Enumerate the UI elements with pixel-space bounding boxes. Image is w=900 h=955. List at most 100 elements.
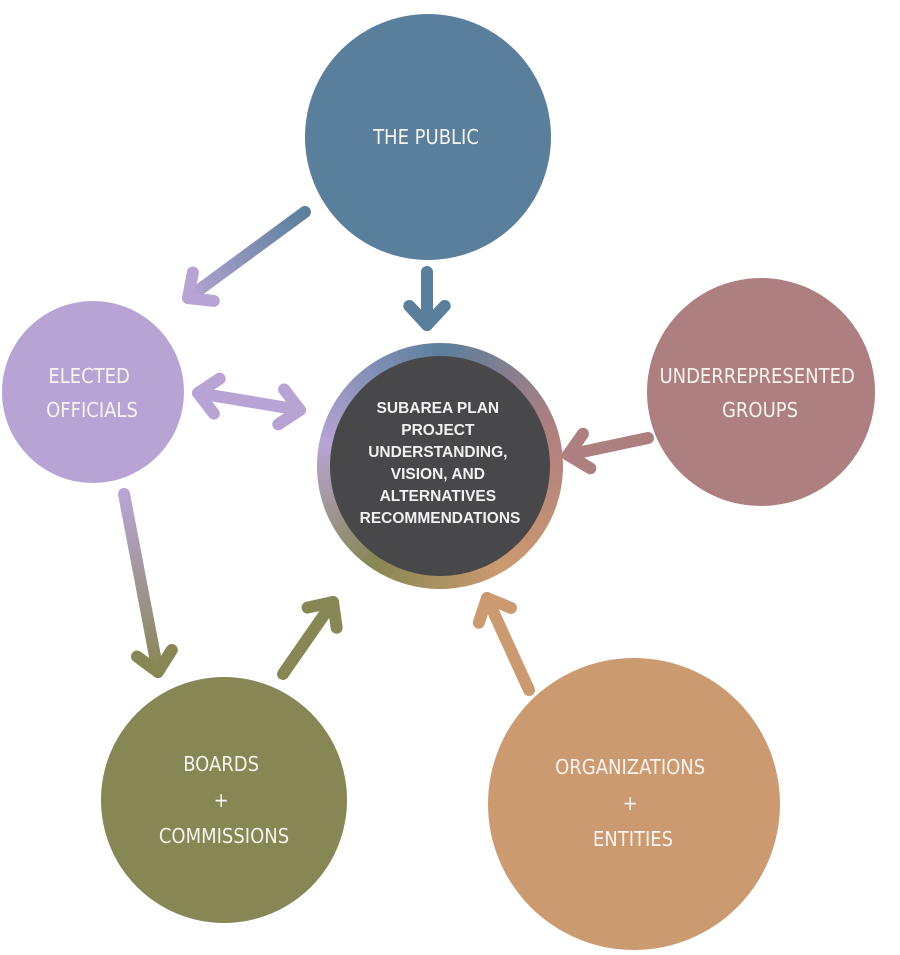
center-ring-segment (388, 565, 403, 582)
center-ring-segment (525, 526, 542, 543)
arrow-shaft (481, 592, 535, 696)
center-ring-segment (446, 573, 458, 589)
node-boards-commissions-label-line-1: BOARDS (183, 752, 259, 776)
node-elected-officials-label: ELECTED OFFICIALS (46, 364, 138, 422)
center-ring-segment (547, 444, 563, 456)
node-boards-commissions-label: BOARDS + COMMISSIONS (159, 752, 289, 848)
center-ring-segment (497, 361, 514, 379)
node-boards-commissions-label-line-2: + (214, 788, 229, 812)
center-ring-segment (347, 538, 365, 555)
center-ring-segment (468, 568, 483, 585)
center-ring-segment (447, 343, 459, 359)
center-label-line-6: RECOMMENDATIONS (360, 510, 521, 527)
center-ring-segment (545, 436, 562, 449)
center-ring-segment (541, 419, 558, 434)
center-ring-segment (491, 357, 507, 375)
center-ring-segment (548, 469, 563, 481)
center-ring-segment (374, 356, 390, 374)
center-ring-segment (320, 426, 337, 440)
center-ring-segment (514, 538, 532, 556)
center-ring-segment (537, 506, 555, 522)
center-ring-segment (317, 468, 332, 479)
center-ring-segment (318, 483, 335, 496)
center-ring-segment (328, 512, 346, 528)
center-ring-segment (543, 427, 560, 441)
node-underrepresented-groups-label: UNDERREPRESENTED GROUPS (659, 364, 860, 422)
center-ring-segment (414, 344, 427, 360)
arrow-shaft (182, 206, 311, 304)
center-ring-segment (354, 370, 371, 388)
center-ring-segment (461, 570, 474, 587)
center-ring-segment (323, 418, 340, 433)
node-boards-commissions: BOARDS + COMMISSIONS (101, 677, 347, 923)
center-ring-segment (469, 347, 484, 364)
center-ring-segment (360, 365, 377, 383)
center-node-label: SUBAREA PLAN PROJECT UNDERSTANDING, VISI… (360, 400, 521, 527)
arrow-head-icon (182, 266, 220, 307)
center-ring-segment (534, 404, 552, 420)
center-ring-segment (333, 396, 351, 412)
center-ring-segment (483, 562, 498, 579)
center-ring-segment (477, 350, 492, 367)
center-node-fill (330, 356, 550, 576)
arrow-tail-head-icon (192, 372, 226, 420)
center-ring-segment (325, 505, 343, 520)
center-label-line-3: UNDERSTANDING, (368, 444, 507, 461)
arrow-public-to-elected (182, 206, 311, 307)
center-ring-segment (353, 543, 370, 561)
center-ring-segment (397, 347, 412, 364)
node-underrepresented-groups: UNDERREPRESENTED GROUPS (647, 278, 875, 506)
center-ring-segment (373, 557, 389, 575)
arrow-shaft (562, 432, 654, 461)
center-ring-segment (484, 353, 499, 371)
center-ring-segment (348, 376, 366, 394)
node-organizations-entities-label-line-2: + (623, 791, 638, 815)
center-label-line-1: SUBAREA PLAN (377, 400, 500, 417)
node-elected-officials-circle (2, 301, 184, 483)
center-ring-segment (317, 451, 332, 463)
center-ring-segment (317, 476, 333, 488)
arrow-shaft (118, 488, 164, 678)
center-gradient-ring (317, 343, 563, 589)
center-ring-segment (503, 549, 520, 567)
center-ring-segment (520, 533, 537, 550)
center-ring-segment (318, 434, 335, 448)
arrow-head-icon (472, 592, 518, 629)
center-ring-segment (510, 371, 527, 389)
arrow-head-icon (403, 299, 451, 331)
arrow-boards-to-center (277, 596, 343, 680)
arrow-head-icon (562, 427, 597, 475)
center-ring-segment (543, 492, 560, 506)
arrow-elected-to-boards (118, 488, 178, 678)
center-ring-segment (545, 484, 562, 498)
arrow-underrepresented-to-center (562, 427, 654, 475)
arrow-organizations-to-center (472, 592, 535, 696)
center-label-line-5: ALTERNATIVES (380, 488, 497, 505)
center-ring-segment (490, 558, 506, 576)
center-ring-segment (343, 382, 360, 399)
center-ring-segment (530, 397, 548, 413)
center-ring-segment (421, 573, 433, 589)
center-ring-segment (338, 389, 355, 406)
arrow-elected-to-center (192, 372, 306, 431)
node-organizations-entities: ORGANIZATIONS + ENTITIES (488, 658, 780, 950)
center-ring-segment (359, 548, 376, 566)
center-ring-segment (320, 491, 337, 505)
node-organizations-entities-label-line-3: ENTITIES (593, 827, 673, 851)
node-underrepresented-groups-label-line-2: GROUPS (722, 398, 798, 422)
center-ring-segment (329, 403, 347, 419)
node-boards-commissions-label-line-3: COMMISSIONS (159, 824, 289, 848)
node-underrepresented-groups-label-line-1: UNDERREPRESENTED (659, 364, 854, 388)
center-ring-segment (342, 532, 360, 549)
center-ring-segment (504, 366, 521, 384)
center-ring-segment (520, 383, 538, 400)
center-ring-segment (515, 377, 533, 394)
center-ring-segment (325, 410, 343, 426)
node-the-public-circle (305, 14, 551, 260)
center-label-line-4: VISION, AND (391, 466, 485, 483)
node-organizations-entities-label: ORGANIZATIONS + ENTITIES (555, 755, 711, 851)
node-organizations-entities-label-line-1: ORGANIZATIONS (555, 755, 705, 779)
center-ring-segment (317, 443, 333, 455)
center-ring-segment (462, 345, 476, 362)
center-ring-segment (322, 498, 339, 513)
